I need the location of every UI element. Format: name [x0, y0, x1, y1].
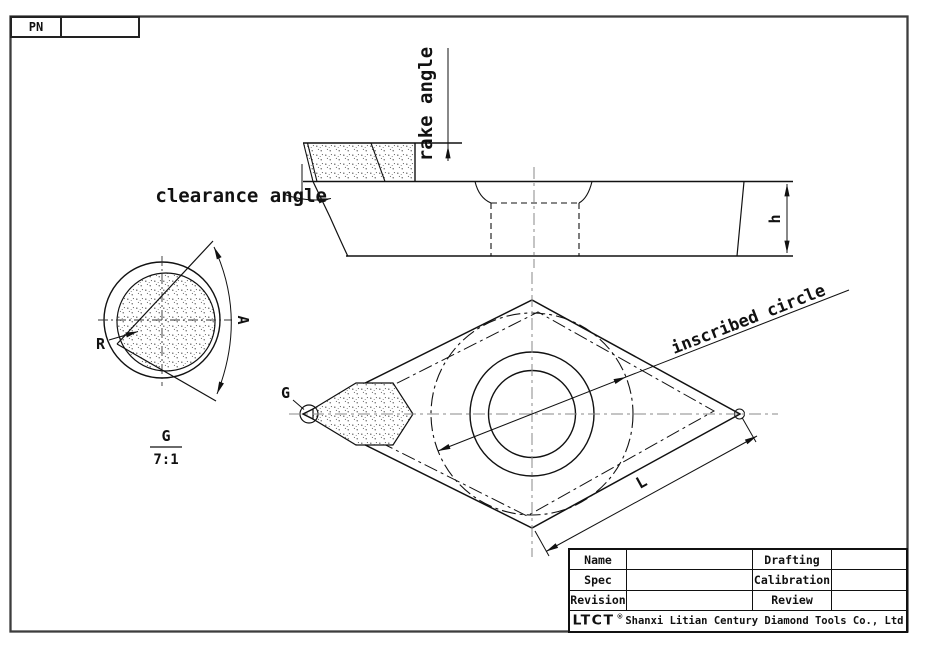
inscribed-circle-leader-extension — [625, 289, 850, 378]
side-view — [282, 48, 793, 268]
insert-rhombus-outline — [301, 299, 742, 529]
inscribed-circle-label: inscribed circle — [669, 281, 829, 359]
part-number-label: PN — [12, 18, 62, 36]
spec-label: Spec — [570, 570, 627, 591]
tip-angle-a-label: A — [234, 315, 252, 324]
review-label: Review — [753, 590, 832, 611]
plan-g-tip-label: G — [281, 384, 290, 402]
tip-radius-r-label: R — [96, 335, 106, 353]
l-extension-line-2 — [741, 417, 757, 443]
spec-value — [627, 570, 753, 591]
detail-centerlines — [98, 256, 232, 386]
drafting-label: Drafting — [753, 550, 832, 571]
calibration-value — [832, 570, 906, 591]
ltct-logo: LTCT — [572, 613, 615, 629]
calibration-label: Calibration — [753, 570, 832, 591]
detail-upper-cutting-edge — [116, 240, 214, 345]
review-value — [832, 591, 906, 611]
side-view-body-right-edge — [736, 181, 745, 257]
revision-label: Revision — [570, 590, 627, 611]
company-row: LTCT ® Shanxi Litian Century Diamond Too… — [570, 611, 906, 631]
detail-view-id-label: G — [161, 427, 170, 445]
plan-view — [289, 272, 850, 557]
detail-scale-label: 7:1 — [153, 452, 178, 468]
g-tip-leader — [292, 399, 305, 410]
revision-value — [627, 590, 753, 611]
side-view-braze-joint-line — [370, 142, 386, 182]
l-dimension — [534, 417, 758, 557]
title-block: Name Drafting Spec Calibration Revision … — [568, 548, 908, 633]
side-view-tip-left-edge2 — [306, 142, 318, 182]
side-view-hidden-hole-lines — [490, 202, 580, 256]
detail-diamond-stipple-circle — [116, 272, 216, 372]
clearance-angle-arc — [282, 193, 332, 204]
tip-radius-leader — [108, 331, 139, 341]
part-number-table: PN — [10, 16, 140, 38]
tip-angle-dimension-arc — [213, 246, 232, 395]
l-extension-line-1 — [534, 530, 550, 557]
phantom-rhombus — [328, 311, 716, 517]
name-value — [627, 550, 753, 571]
detail-view-g — [98, 240, 232, 448]
side-view-countersink-left-fillet — [474, 181, 492, 204]
side-view-body-left-edge — [312, 181, 349, 257]
sheet-border — [9, 15, 909, 633]
side-view-tip-fill — [304, 143, 415, 181]
detail-lower-cutting-edge — [116, 343, 217, 402]
title-block-grid: Name Drafting Spec Calibration Revision … — [570, 550, 906, 611]
part-number-value — [62, 18, 138, 36]
thickness-h-label: h — [766, 214, 784, 223]
drafting-value — [832, 550, 906, 571]
inscribed-circle-diameter-line — [437, 376, 627, 452]
company-name: Shanxi Litian Century Diamond Tools Co.,… — [625, 615, 904, 627]
rake-angle-label: rake angle — [415, 47, 437, 161]
registered-trademark-mark: ® — [617, 612, 623, 621]
length-l-label: L — [633, 472, 651, 493]
side-view-tip-left-edge — [302, 142, 314, 182]
name-label: Name — [570, 550, 627, 571]
l-dimension-line — [545, 435, 758, 552]
side-view-countersink-right-fillet — [578, 181, 593, 204]
clearance-angle-label: clearance angle — [155, 185, 327, 207]
